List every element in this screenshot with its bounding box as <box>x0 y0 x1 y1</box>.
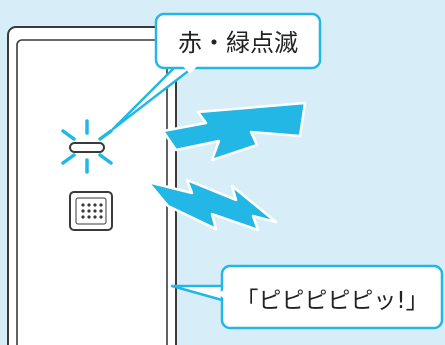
blinking-led-icon <box>69 142 105 153</box>
sound-callout-text: 「ピピピピピッ!」 <box>235 288 428 314</box>
sound-callout: 「ピピピピピッ!」 <box>170 264 444 330</box>
lightning-bolt-icon <box>161 101 307 162</box>
blink-rays <box>61 119 113 174</box>
blink-ray <box>98 153 113 165</box>
speaker-grille-icon <box>69 191 113 231</box>
blink-ray <box>61 129 76 141</box>
blink-callout: 赤・緑点滅 <box>111 12 322 131</box>
callout-box <box>154 12 322 70</box>
blink-ray <box>61 153 76 165</box>
blink-callout-text: 赤・緑点滅 <box>178 29 298 57</box>
lightning-bolt-icon <box>146 178 278 232</box>
blink-ray <box>98 129 113 141</box>
